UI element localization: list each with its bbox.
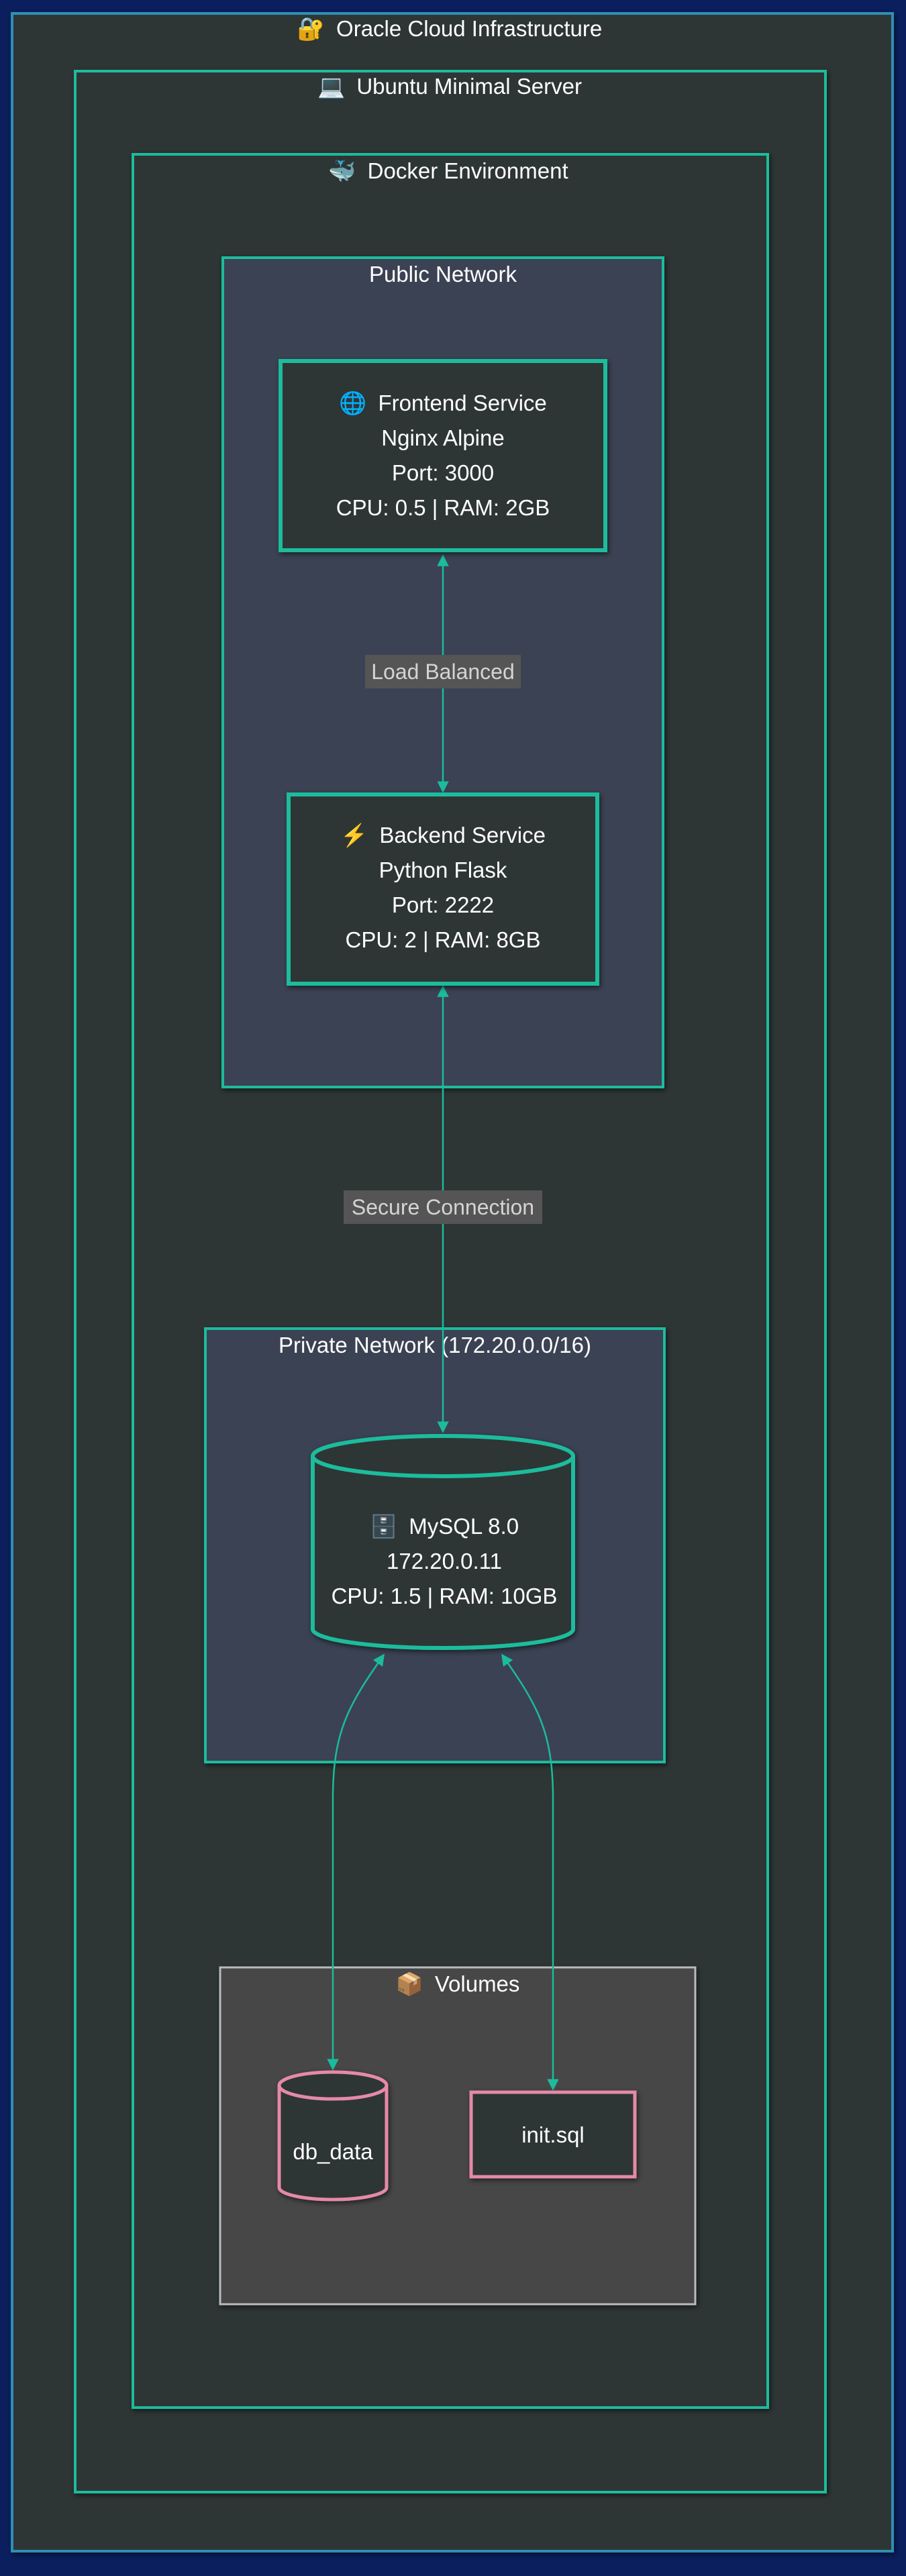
cluster-title-private-network: Private Network (172.20.0.0/16) (279, 1333, 591, 1357)
node-detail: Python Flask (379, 858, 507, 882)
edge-label-secure-connection: Secure Connection (344, 1190, 542, 1224)
svg-text:🔐 Oracle Cloud Infrastr: 🔐 Oracle Cloud Infrastructure (297, 16, 602, 42)
node-init-sql[interactable]: init.sql (469, 2090, 637, 2179)
svg-text:💻 Ubuntu Minimal Server: 💻 Ubuntu Minimal Server (317, 74, 582, 99)
node-mysql-database[interactable]: 🗄️ MySQL 8.0 172.20.0.11 CPU: 1.5 | RAM:… (311, 1434, 575, 1650)
svg-text:⚡ Backend Service: ⚡ Backend Service (340, 823, 546, 849)
edge-label-text: Secure Connection (352, 1195, 534, 1219)
database-icon: 🗄️ (370, 1514, 397, 1539)
cluster-title-oracle: Oracle Cloud Infrastructure (336, 16, 602, 41)
node-frontend-service[interactable]: 🌐 Frontend Service Nginx Alpine Port: 30… (279, 359, 607, 552)
edge-label-text: Load Balanced (371, 660, 515, 684)
node-detail: Port: 2222 (392, 892, 494, 917)
node-db-data-volume[interactable]: db_data (277, 2070, 389, 2202)
node-detail: 172.20.0.11 (387, 1549, 502, 1574)
node-title: Backend Service (379, 823, 546, 847)
node-detail: Nginx Alpine (381, 425, 504, 450)
node-backend-service[interactable]: ⚡ Backend Service Python Flask Port: 222… (287, 792, 599, 986)
package-icon: 📦 (396, 1971, 423, 1997)
edge-label-load-balanced: Load Balanced (365, 655, 521, 688)
node-title: MySQL 8.0 (409, 1514, 519, 1539)
edge-mysql-initsql (501, 1653, 559, 2091)
cluster-title-volumes: Volumes (435, 1971, 520, 1996)
cluster-title-ubuntu: Ubuntu Minimal Server (356, 74, 582, 99)
cluster-title-docker: Docker Environment (368, 158, 568, 183)
lock-icon: 🔐 (297, 16, 325, 42)
cluster-title-public-network: Public Network (369, 262, 517, 287)
node-detail: CPU: 2 | RAM: 8GB (346, 927, 541, 952)
laptop-icon: 💻 (317, 74, 345, 99)
lightning-icon: ⚡ (340, 823, 368, 849)
edge-mysql-dbdata (327, 1653, 385, 2071)
node-detail: Port: 3000 (392, 460, 494, 485)
whale-icon: 🐳 (328, 158, 356, 183)
svg-text:🗄️ MySQL 8.0: 🗄️ MySQL 8.0 (370, 1514, 519, 1539)
svg-text:🐳 Docker Environment: 🐳 Docker Environment (328, 158, 568, 183)
node-detail: CPU: 0.5 | RAM: 2GB (336, 495, 550, 520)
globe-icon: 🌐 (339, 391, 366, 416)
node-title: db_data (293, 2139, 373, 2164)
node-detail: CPU: 1.5 | RAM: 10GB (332, 1584, 558, 1608)
node-title: Frontend Service (378, 391, 546, 415)
node-title: init.sql (521, 2122, 585, 2147)
svg-text:🌐 Frontend Service: 🌐 Frontend Service (339, 391, 547, 416)
svg-text:📦 Volumes: 📦 Volumes (396, 1971, 520, 1997)
